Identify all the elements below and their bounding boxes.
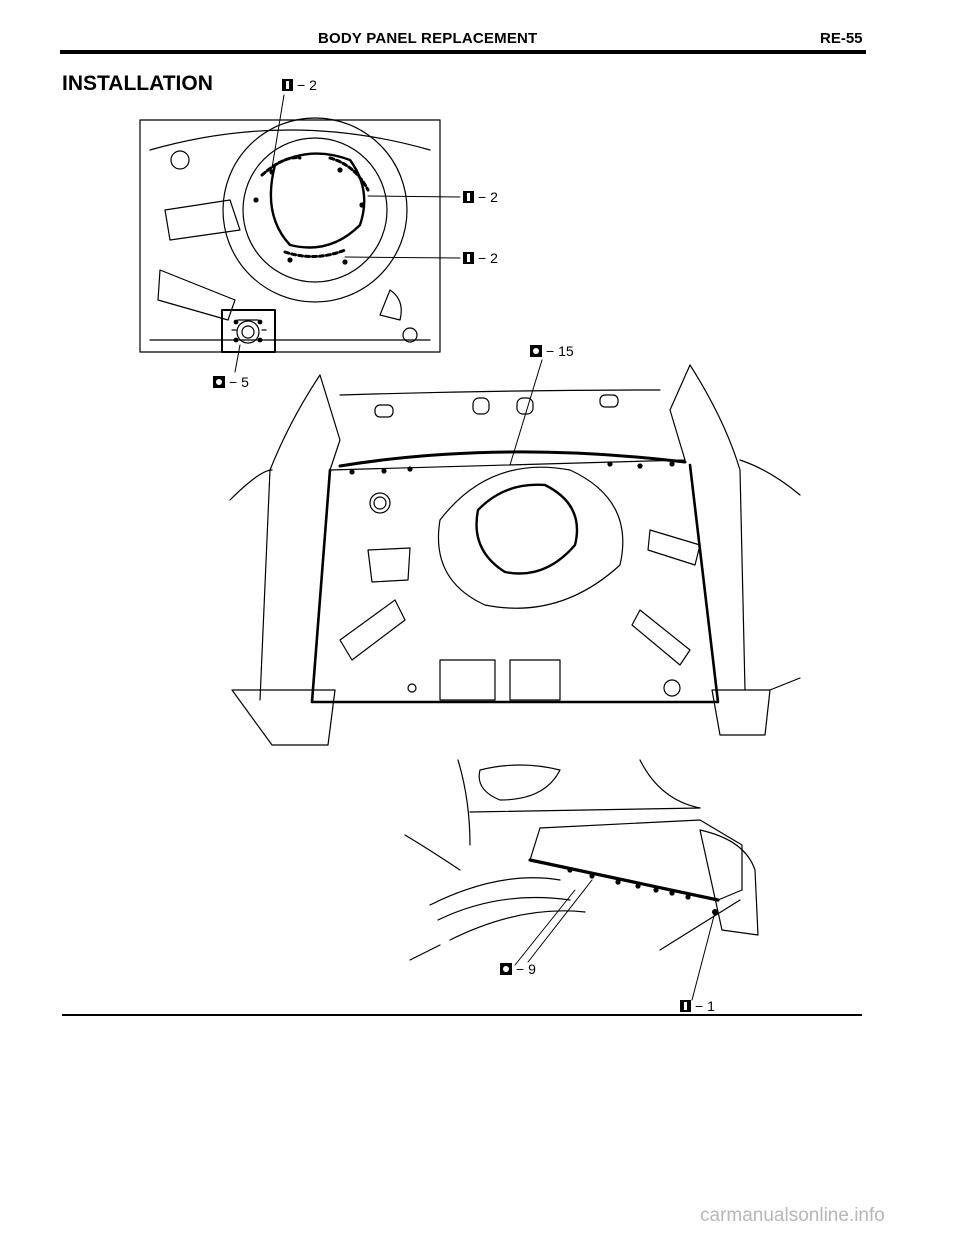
spot-weld-icon — [680, 1000, 691, 1012]
section-title: INSTALLATION — [62, 72, 213, 95]
spare-tire-well-top-view — [139, 117, 441, 353]
callout-spot-weld-2b: − 2 — [463, 189, 498, 205]
header-divider — [60, 50, 866, 54]
spot-weld-icon — [282, 79, 293, 91]
watermark: carmanualsonline.info — [700, 1205, 885, 1226]
callout-plug-weld-5: − 5 — [213, 374, 249, 390]
weld-points — [233, 167, 718, 915]
callout-plug-weld-15: − 15 — [530, 343, 574, 359]
page-number: RE-55 — [820, 30, 863, 47]
rear-floor-panel-view — [229, 364, 801, 746]
spot-weld-icon — [463, 191, 474, 203]
rear-panel-view — [404, 759, 759, 961]
header-title: BODY PANEL REPLACEMENT — [318, 30, 538, 47]
callout-plug-weld-9: − 9 — [500, 961, 536, 977]
plug-weld-icon — [213, 376, 225, 388]
leader-lines — [234, 94, 716, 1001]
callout-spot-weld-2c: − 2 — [463, 250, 498, 266]
spot-weld-icon — [463, 252, 474, 264]
plug-weld-icon — [530, 345, 542, 357]
callout-spot-weld-1: − 1 — [680, 998, 715, 1014]
plug-weld-icon — [500, 963, 512, 975]
callout-spot-weld-2a: − 2 — [282, 77, 317, 93]
footer-divider — [62, 1014, 862, 1016]
